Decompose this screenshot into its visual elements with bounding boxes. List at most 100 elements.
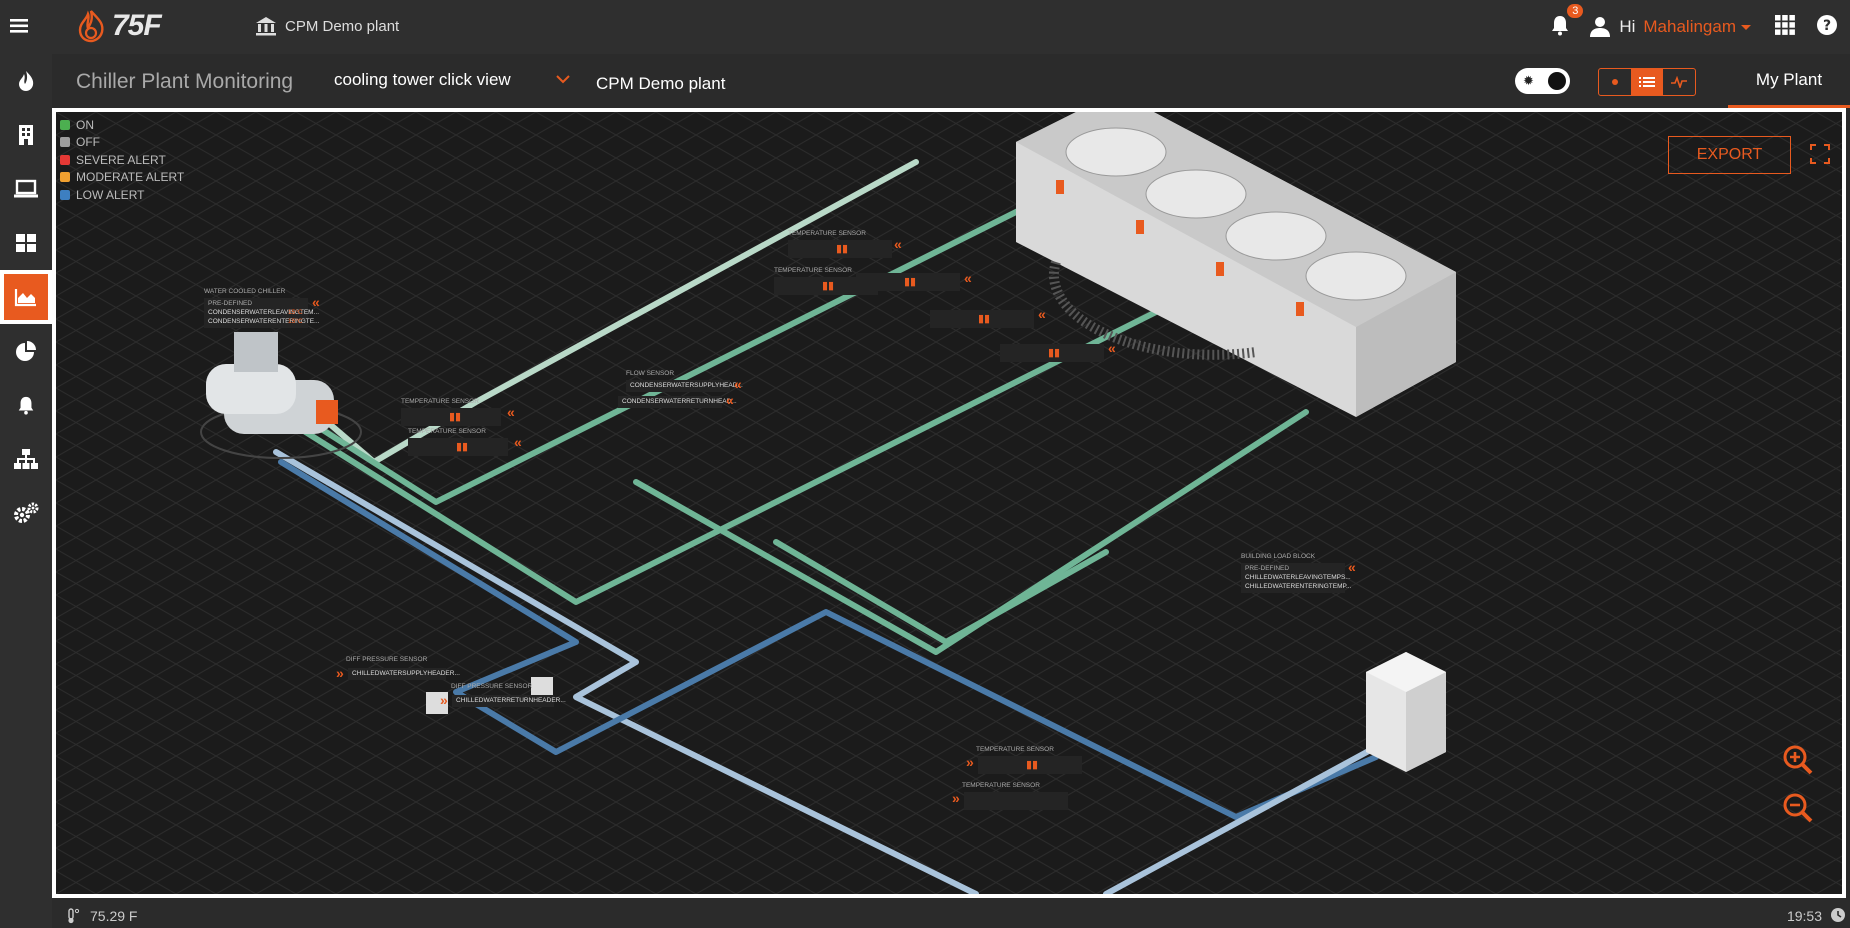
pipe-chilled-blue-1 xyxy=(278,459,1379,820)
diff-pressure-card-2[interactable]: CHILLEDWATERRETURNHEADER... xyxy=(452,695,566,707)
view-mode-trend-button[interactable] xyxy=(1663,69,1695,95)
temp-sensor-card[interactable]: ▮▮ xyxy=(1000,344,1104,362)
diff-pressure-row: CHILLEDWATERSUPPLYHEADER... xyxy=(352,670,460,677)
theme-toggle[interactable]: ✹ xyxy=(1515,68,1570,94)
building-card-title: BUILDING LOAD BLOCK xyxy=(1241,553,1316,560)
pipe-condenser-supply-light xyxy=(301,159,919,465)
zoom-in-button[interactable] xyxy=(1782,744,1814,781)
status-footer: 75.29 F 19:53 xyxy=(52,898,1850,928)
view-mode-dot-button[interactable] xyxy=(1599,69,1631,95)
temp-sensor-card[interactable]: ▮▮ xyxy=(788,240,892,258)
menu-icon[interactable] xyxy=(8,14,32,38)
sidebar-item-energy[interactable] xyxy=(0,54,52,108)
temp-sensor-card[interactable]: ▮▮ xyxy=(856,273,960,291)
sidebar-item-buildings[interactable] xyxy=(0,108,52,162)
temp-sensor-title: TEMPERATURE SENSOR xyxy=(408,428,486,435)
sidebar-item-hierarchy[interactable] xyxy=(0,432,52,486)
sidebar-item-devices[interactable] xyxy=(0,162,52,216)
collapse-chevron-icon[interactable]: « xyxy=(312,294,320,310)
expand-chevron-icon[interactable]: » xyxy=(336,665,344,681)
sidebar xyxy=(0,54,52,928)
temp-sensor-card[interactable]: ▮▮ xyxy=(774,277,878,295)
legend-label: ON xyxy=(76,117,94,132)
page-title: Chiller Plant Monitoring xyxy=(76,70,294,93)
sidebar-item-settings[interactable] xyxy=(0,486,52,540)
list-icon xyxy=(1639,77,1655,87)
legend-swatch xyxy=(60,189,70,200)
plant-name: CPM Demo plant xyxy=(596,74,726,93)
sensor-bar-icon: ▮▮ xyxy=(449,411,462,423)
chiller-card[interactable]: PRE-DEFINED CONDENSERWATERLEAVINGTEM... … xyxy=(204,298,319,328)
site-name: CPM Demo plant xyxy=(285,17,400,35)
caret-down-icon xyxy=(1741,25,1751,30)
expand-chevron-icon[interactable]: » xyxy=(966,754,974,770)
collapse-chevron-icon[interactable]: « xyxy=(514,434,522,450)
thermometer-icon xyxy=(68,908,80,924)
legend-item-severe: SEVERE ALERT xyxy=(60,151,184,169)
collapse-chevron-icon[interactable]: « xyxy=(734,376,742,392)
sensor-bar-icon: ▮▮ xyxy=(822,280,835,292)
notification-count-badge: 3 xyxy=(1567,3,1584,18)
view-dropdown[interactable]: cooling tower click view xyxy=(334,70,570,90)
diff-pressure-card-1[interactable]: CHILLEDWATERSUPPLYHEADER... xyxy=(348,668,460,680)
sensor-bar-icon: ▮▮ xyxy=(904,276,917,288)
building-card[interactable]: PRE-DEFINED CHILLEDWATERLEAVINGTEMPS... … xyxy=(1241,563,1351,593)
diff-pressure-sensors xyxy=(426,677,553,714)
clock-icon xyxy=(1830,907,1846,926)
temp-sensor-card[interactable]: ▮▮ xyxy=(401,408,501,426)
temp-sensor-card[interactable]: ▮▮ xyxy=(408,438,508,456)
view-mode-group xyxy=(1598,68,1696,96)
export-button[interactable]: EXPORT xyxy=(1668,136,1791,174)
user-menu[interactable]: Hi Mahalingam xyxy=(1589,16,1752,38)
collapse-chevron-icon[interactable]: « xyxy=(1108,340,1116,356)
sidebar-item-dashboard[interactable] xyxy=(0,216,52,270)
collapse-chevron-icon[interactable]: « xyxy=(1348,559,1356,575)
collapse-chevron-icon[interactable]: « xyxy=(507,404,515,420)
collapse-chevron-icon[interactable]: « xyxy=(726,392,734,408)
flow-sensor-card-1[interactable]: CONDENSERWATERSUPPLYHEAD... xyxy=(626,380,743,392)
legend-swatch xyxy=(60,137,70,148)
fullscreen-button[interactable] xyxy=(1810,144,1830,169)
temp-sensor-card[interactable]: ▮▮ xyxy=(930,310,1034,328)
sidebar-item-plant-monitoring[interactable] xyxy=(0,270,52,324)
legend-swatch xyxy=(60,119,70,130)
expand-icon xyxy=(1810,144,1830,164)
temp-sensor-card[interactable] xyxy=(964,792,1068,810)
plant-diagram-canvas[interactable]: ON OFF SEVERE ALERT MODERATE ALERT LOW A… xyxy=(56,112,1842,894)
diagram-frame: ON OFF SEVERE ALERT MODERATE ALERT LOW A… xyxy=(52,108,1846,898)
collapse-chevron-icon[interactable]: « xyxy=(894,236,902,252)
help-icon: ? xyxy=(1817,14,1837,35)
chiller-card-row2: CONDENSERWATERENTERINGTE... xyxy=(208,318,320,325)
notifications-button[interactable]: 3 xyxy=(1549,3,1584,41)
grid-icon xyxy=(1775,14,1795,35)
diff-pressure-row: CHILLEDWATERRETURNHEADER... xyxy=(456,697,566,704)
flow-sensor-row2: CONDENSERWATERRETURNHEAD... xyxy=(622,398,737,405)
temp-sensor-card[interactable]: ▮▮ xyxy=(978,756,1082,774)
zoom-out-button[interactable] xyxy=(1782,792,1814,829)
area-chart-icon xyxy=(14,289,36,307)
brand-logo[interactable]: 75F xyxy=(76,8,162,44)
collapse-chevron-icon[interactable]: « xyxy=(1038,306,1046,322)
status-legend: ON OFF SEVERE ALERT MODERATE ALERT LOW A… xyxy=(60,116,184,204)
svg-text:?: ? xyxy=(1823,18,1831,34)
diff-pressure-title: DIFF PRESSURE SENSOR xyxy=(346,656,428,663)
sensor-bar-icon: ▮▮ xyxy=(1048,347,1061,359)
sidebar-item-reports[interactable] xyxy=(0,324,52,378)
plant-diagram xyxy=(56,112,1842,894)
expand-chevron-icon[interactable]: » xyxy=(440,692,448,708)
apps-grid-button[interactable] xyxy=(1774,14,1796,41)
expand-chevron-icon[interactable]: » xyxy=(952,790,960,806)
flow-sensor-row1: CONDENSERWATERSUPPLYHEAD... xyxy=(630,382,743,389)
collapse-chevron-icon[interactable]: « xyxy=(964,270,972,286)
sidebar-item-alerts[interactable] xyxy=(0,378,52,432)
view-mode-list-button[interactable] xyxy=(1631,69,1663,95)
site-selector[interactable]: CPM Demo plant xyxy=(255,16,399,36)
tab-my-plant[interactable]: My Plant xyxy=(1728,54,1850,108)
chiller-card-row1: CONDENSERWATERLEAVINGTEM... xyxy=(208,309,319,316)
legend-swatch xyxy=(60,154,70,165)
flow-sensor-card-2[interactable]: CONDENSERWATERRETURNHEAD... xyxy=(618,396,737,408)
pipe-condenser-green-3 xyxy=(633,409,1309,655)
help-button[interactable]: ? xyxy=(1816,14,1838,41)
chiller-card-sub: PRE-DEFINED xyxy=(208,300,253,307)
temp-sensor-title: TEMPERATURE SENSOR xyxy=(401,398,479,405)
